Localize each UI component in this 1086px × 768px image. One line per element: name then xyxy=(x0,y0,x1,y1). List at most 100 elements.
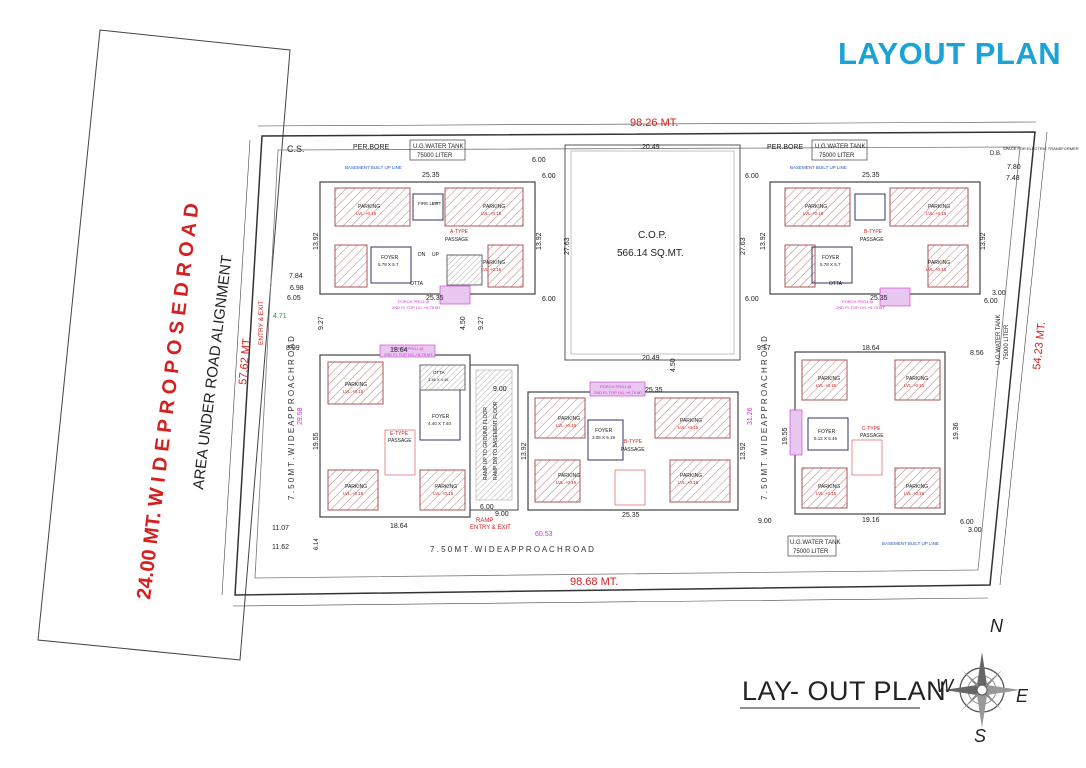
c-type-label: C-TYPE xyxy=(862,426,881,432)
cop-area-label: 566.14 SQ.MT. xyxy=(617,248,684,259)
bm-dim-left: 13.92 xyxy=(521,442,528,460)
dim-3126: 31.26 xyxy=(747,407,754,425)
dim-2049-mid: 20.49 xyxy=(642,355,660,362)
b-porch2: 2ND FL TOP LVL.+6.75 MT. xyxy=(836,305,885,310)
dim-bottom: 98.68 MT. xyxy=(570,576,618,588)
dim-780: 7.80 xyxy=(1007,164,1021,171)
a-dim-top: 25.35 xyxy=(422,172,440,179)
building-e-bottom-left: PARKING LVL.+0.15 PARKING LVL.+0.15 PARK… xyxy=(313,344,471,530)
bm-foyer: FOYER xyxy=(595,428,613,434)
dim-900-1: 9.00 xyxy=(493,386,507,393)
c-parking-3: PARKING xyxy=(818,484,840,490)
e-porch: PORCH PROJ.@ xyxy=(392,346,423,351)
c-dim-top: 18.64 xyxy=(862,345,880,352)
dim-2763-right: 27.63 xyxy=(740,237,747,255)
b-type-label: B-TYPE xyxy=(864,229,883,235)
bm-dim-right: 13.92 xyxy=(740,442,747,460)
e-dim-left: 19.55 xyxy=(313,432,320,450)
services-top: C.S. PER.BORE U.G.WATER TANK 75000 LITER… xyxy=(287,139,1079,170)
c-dim-bottom: 19.16 xyxy=(862,517,880,524)
c-foyer: FOYER xyxy=(818,429,836,435)
ramp-text-1: RAMP UP TO GROUND FLOOR xyxy=(483,407,489,480)
dim-856: 8.56 xyxy=(970,350,984,357)
perbore-right: PER.BORE xyxy=(767,144,804,151)
a-lvl-3: LVL.+0.15 xyxy=(481,267,502,272)
ramp-entry-exit: ENTRY & EXIT xyxy=(470,525,511,531)
e-lvl-3: LVL.+0.15 xyxy=(433,491,454,496)
dim-1162: 11.62 xyxy=(272,544,289,551)
e-parking-3: PARKING xyxy=(435,484,457,490)
liter-right: 75000 LITER xyxy=(819,153,855,159)
a-up: UP xyxy=(432,252,440,258)
a-parking-1: PARKING xyxy=(358,204,380,210)
dim-right: 54.23 MT. xyxy=(1031,321,1048,370)
b-porch: PORCH PROJ.@ xyxy=(842,299,873,304)
c-lvl-4: LVL.+0.15 xyxy=(904,491,925,496)
e-dim-top: 18.64 xyxy=(390,347,408,354)
perbore-left: PER.BORE xyxy=(353,144,390,151)
e-lvl-2: LVL.+0.15 xyxy=(343,491,364,496)
dim-600-2: 6.00 xyxy=(542,173,556,180)
dim-top: 98.26 MT. xyxy=(630,117,678,129)
drawing-subtitle: LAY- OUT PLAN xyxy=(742,676,947,706)
basement-line-right: BASEMENT BUILT UP LINE xyxy=(790,165,847,170)
cop-area: C.O.P. 566.14 SQ.MT. 20.49 20.49 27.63 2… xyxy=(564,144,747,362)
a-fire-lift: FIRE LIFT xyxy=(418,201,439,206)
cs-label: C.S. xyxy=(287,144,305,154)
b-otta: OTTA xyxy=(829,281,843,287)
compass-rose: N S E W xyxy=(936,616,1029,746)
e-passage: PASSAGE xyxy=(388,438,412,444)
dim-600-6: 6.00 xyxy=(480,504,494,511)
misc-dimensions: 6.00 6.00 6.00 6.00 6.00 6.00 6.00 6.00 … xyxy=(272,157,1021,551)
dim-471: 4.71 xyxy=(273,313,287,320)
dim-784: 7.84 xyxy=(289,273,303,280)
dim-2958: 29.58 xyxy=(297,407,304,425)
ugtank-left: U.G.WATER TANK xyxy=(413,144,463,150)
bm-type-label: B-TYPE xyxy=(624,439,643,445)
liter-left: 75000 LITER xyxy=(417,153,453,159)
dim-600-4: 6.00 xyxy=(542,296,556,303)
e-otta: OTTA xyxy=(433,370,445,375)
dim-600-5: 6.00 xyxy=(745,296,759,303)
a-porch: PORCH PROJ.@ xyxy=(398,299,429,304)
bm-parking-1: PARKING xyxy=(558,416,580,422)
a-foyer-size: 5.78 X 5.7 xyxy=(378,262,399,267)
c-passage: PASSAGE xyxy=(860,433,884,439)
db-label: D.B. xyxy=(990,151,1002,157)
approach-road-mid: 7 . 5 0 M T . W I D E A P P R O A C H R … xyxy=(760,336,769,500)
a-foyer: FOYER xyxy=(381,255,399,261)
compass-n: N xyxy=(990,616,1004,636)
dim-698: 6.98 xyxy=(290,285,304,292)
dim-899: 8.99 xyxy=(286,345,300,352)
a-dn: DN xyxy=(418,252,426,258)
bm-lvl-4: LVL.+0.15 xyxy=(678,480,699,485)
a-dim-left: 13.92 xyxy=(313,232,320,250)
b-dim-top: 25.35 xyxy=(862,172,880,179)
e-otta-size: 3.46 X 4.45 xyxy=(428,377,449,382)
dim-2049-top: 20.49 xyxy=(642,144,660,151)
dim-300-1: 3.00 xyxy=(992,290,1006,297)
bm-parking-3: PARKING xyxy=(558,473,580,479)
bm-passage: PASSAGE xyxy=(621,447,645,453)
road-main-label: 24.00 MT. W I D E P R O P O S E D R O A … xyxy=(133,202,203,601)
b-dim-left: 13.92 xyxy=(760,232,767,250)
b-parking-3: PARKING xyxy=(928,260,950,266)
b-passage: PASSAGE xyxy=(860,237,884,243)
c-lvl-2: LVL.+0.15 xyxy=(904,383,925,388)
bm-lvl-2: LVL.+0.15 xyxy=(678,425,699,430)
transformer-label: SPACE FOR ELECTRIC TRANSFORMER xyxy=(1003,146,1079,151)
white-block xyxy=(0,340,57,460)
ramp: RAMP UP TO GROUND FLOOR RAMP DN TO BASEM… xyxy=(469,364,519,531)
dim-600-3: 6.00 xyxy=(745,173,759,180)
bm-lvl-3: LVL.+0.15 xyxy=(556,480,577,485)
b-parking-1: PARKING xyxy=(805,204,827,210)
dim-600-7: 6.00 xyxy=(984,298,998,305)
b-foyer: FOYER xyxy=(822,255,840,261)
c-parking-1: PARKING xyxy=(818,376,840,382)
dim-left: 57.62 MT. xyxy=(237,336,253,385)
c-parking-4: PARKING xyxy=(906,484,928,490)
compass-w: W xyxy=(936,676,955,696)
site-boundary xyxy=(221,121,1048,607)
dim-900-2: 9.00 xyxy=(495,511,509,518)
